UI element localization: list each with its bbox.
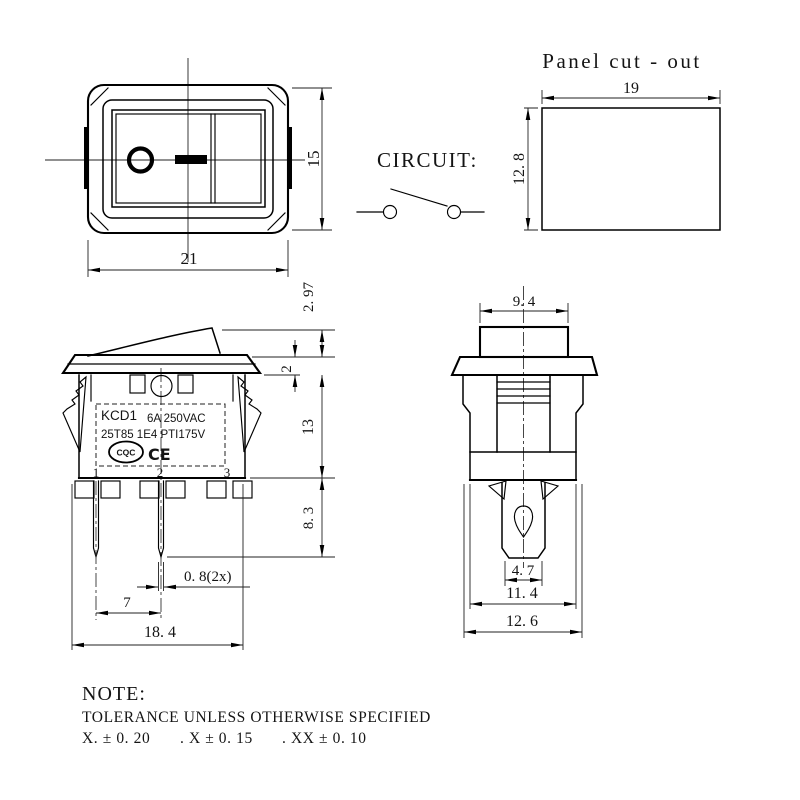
pin-pitch-dim-label: 7 [123,595,131,611]
end-body-width-extension-lines [463,484,583,638]
front-corner-chamfers [90,87,286,231]
base-width-dim-label: 18. 4 [144,624,176,641]
front-left-mount-clip [84,127,89,189]
note-tol-x1: X. ± 0. 20 [82,730,150,747]
front-width-dim-label: 21 [181,249,198,268]
body-height-dim-label: 13 [300,419,317,435]
flange-thickness-dim-label: 2 [279,365,295,373]
front-rocker-outline [111,109,266,208]
side-pivot-circle [150,374,173,398]
on-symbol-bar [175,155,207,164]
front-right-mount-clip [287,127,292,189]
terminal-wire-hole [513,505,534,539]
circuit-section: CIRCUIT: [356,148,485,220]
note-tol-x3: . XX ± 0. 10 [282,730,367,747]
inner-width-extension-lines [469,484,577,609]
off-symbol-circle [126,146,155,174]
marking-rating: 6A 250VAC [147,413,206,425]
pin-width-dim-label: 0. 8(2x) [184,569,232,585]
side-body-sides [78,374,246,479]
side-extension-lines [167,329,335,558]
end-body-sides [462,374,584,481]
side-left-snap-wing [62,375,87,453]
terminal-width-dim-label: 4. 7 [512,563,535,579]
side-left-post [129,374,146,394]
panel-cutout-title: Panel cut - out [542,49,701,73]
pin-width-extension-lines [158,562,164,591]
rocker-height-dim-label: 2. 97 [301,282,317,313]
terminal-barbs [487,480,560,501]
note-tol-x2: . X ± 0. 15 [180,730,253,747]
side-rocker-curve [87,327,221,357]
end-plunger-sides [496,374,551,453]
circuit-right-contact [446,204,462,220]
note-tolerance-line: TOLERANCE UNLESS OTHERWISE SPECIFIED [82,709,431,726]
cqc-logo-icon [108,440,144,464]
panel-cutout-rect [541,107,721,231]
ce-mark-icon: CE [148,445,171,464]
front-height-extension-lines [292,87,332,231]
terminal-number-2: 2 [157,465,164,480]
note-section: NOTE: TOLERANCE UNLESS OTHERWISE SPECIFI… [82,683,431,747]
panel-height-dim-label: 12. 8 [511,153,528,185]
front-view: 21 15 [45,58,332,277]
pin-length-dim-label: 8. 3 [301,507,317,530]
side-flange [61,353,263,375]
end-view: 9. 4 4. 7 11. 4 12. 6 [450,286,599,638]
marking-model: KCD1 [101,408,137,423]
end-flange [450,355,599,377]
solder-pin-2 [157,480,165,560]
panel-cutout-view: Panel cut - out 19 12. 8 [511,49,721,231]
front-rocker-inner-line [115,113,262,204]
circuit-label: CIRCUIT: [377,148,478,172]
end-actuator [478,325,570,359]
end-body-width-dim-label: 12. 6 [506,613,538,630]
side-view: KCD1 6A 250VAC 25T85 1E4 PTI175V CQC CE … [61,327,263,620]
terminal-number-3: 3 [224,465,231,480]
spst-switch-symbol-icon [356,188,485,220]
side-body-inner-steps [90,374,234,402]
actuator-width-dim-label: 9. 4 [513,294,536,310]
side-view-dimensions: 2. 97 2 13 8. 3 0. 8(2x) 7 18. 4 [71,282,335,650]
end-plunger-ribs [496,381,551,404]
front-height-dim-label: 15 [304,151,323,168]
side-right-post [177,374,194,394]
inner-width-dim-label: 11. 4 [506,585,537,602]
side-right-snap-wing [237,375,262,453]
front-rocker-divider [210,113,216,204]
marking-label-box [95,403,226,467]
end-terminal-tab [501,482,546,559]
cqc-logo-text: CQC [117,448,136,458]
circuit-switch-arm [390,188,448,207]
circuit-left-contact [382,204,398,220]
base-width-extension-lines [71,484,244,650]
panel-width-dim-label: 19 [623,80,639,97]
terminal-number-1: 1 [93,465,100,480]
note-heading: NOTE: [82,683,146,705]
marking-approvals: 25T85 1E4 PTI175V [101,429,206,441]
front-inner-bezel [102,99,274,219]
